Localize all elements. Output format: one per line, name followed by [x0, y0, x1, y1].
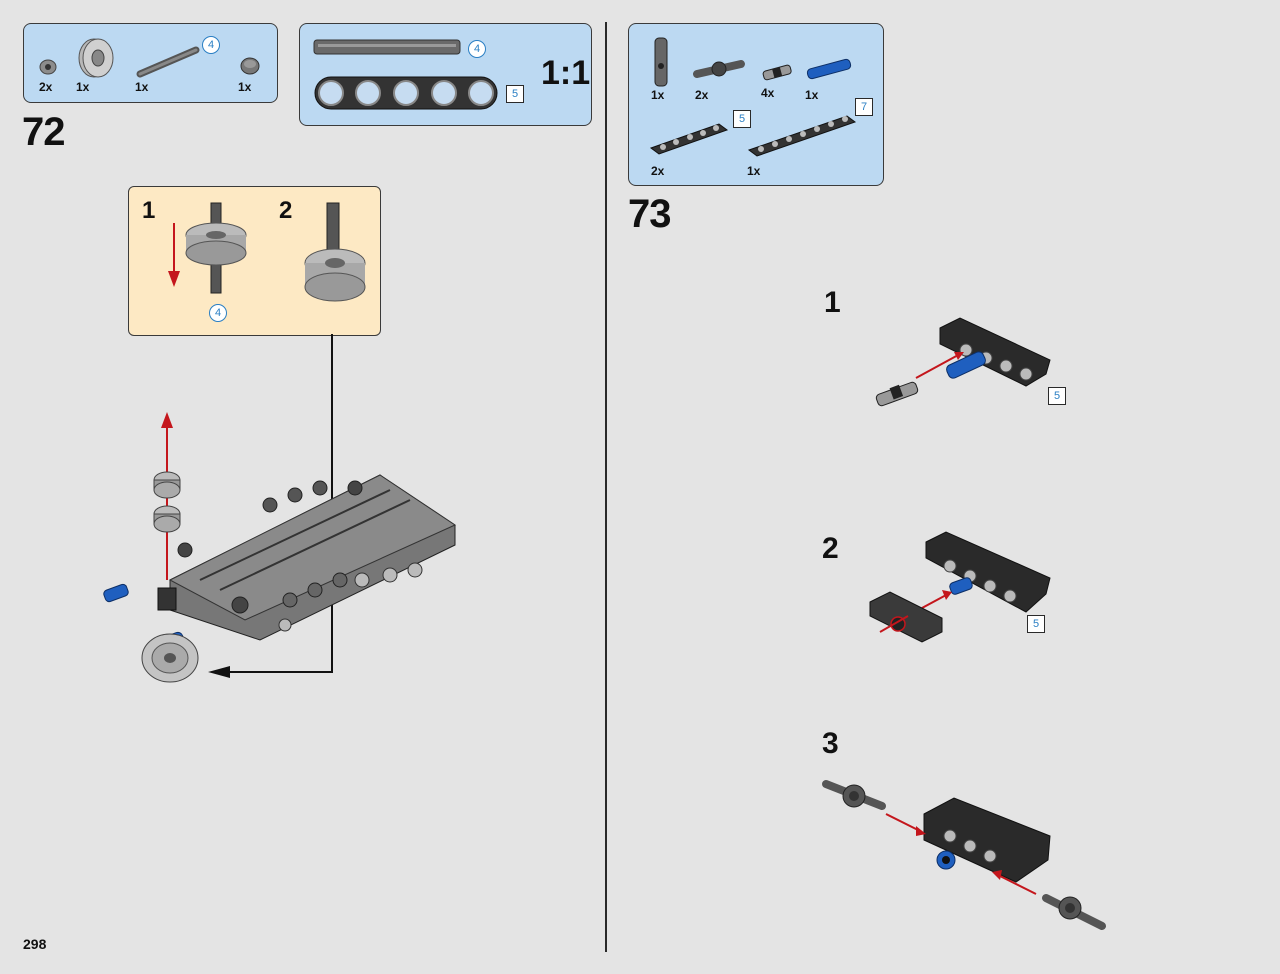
axle-scale-length-badge: 4	[468, 40, 486, 58]
page-number: 298	[23, 936, 47, 952]
axle-length-badge: 4	[209, 304, 227, 322]
axle-icon	[136, 46, 200, 78]
part-qty: 4x	[761, 86, 775, 100]
substep-2-illustration	[869, 531, 1051, 643]
beam-length-badge: 5	[733, 110, 751, 128]
part-qty: 1x	[805, 88, 819, 102]
pin-icon	[762, 64, 792, 81]
axle-length-badge: 4	[202, 36, 220, 54]
scale-reference-panel: 4 5 1:1	[299, 23, 592, 126]
substep-number: 1	[824, 286, 841, 319]
substep-number: 2	[822, 532, 839, 565]
beam-icon	[649, 123, 729, 155]
step-number-73: 73	[628, 192, 671, 236]
bush-icon	[240, 57, 260, 75]
axle-with-pulley-icon	[185, 202, 247, 294]
chassis-assembly-72	[103, 412, 457, 683]
part-qty: 1x	[651, 88, 665, 102]
page-divider	[605, 22, 607, 952]
beam-length-badge: 7	[855, 98, 873, 116]
axle-connector-icon	[654, 37, 668, 87]
parts-list-panel-73: 1x 2x 4x 1x 5 7 2x 1x	[628, 23, 884, 186]
substep-1-illustration	[875, 317, 1051, 407]
substep-3-illustration	[822, 780, 1106, 930]
cross-block-icon	[693, 60, 745, 78]
part-qty: 1x	[76, 80, 90, 94]
step-number-72: 72	[22, 110, 65, 154]
beam-scale-length-badge: 5	[506, 85, 524, 103]
beam-length-badge: 5	[1027, 615, 1045, 633]
part-qty: 1x	[135, 80, 149, 94]
pulley-wheel-icon	[78, 38, 114, 78]
bush-icon	[39, 59, 57, 75]
substep-number: 3	[822, 727, 839, 760]
substep-number: 1	[142, 197, 156, 224]
beam-icon	[747, 115, 857, 157]
beam-scale-icon	[314, 76, 498, 110]
part-qty: 1x	[747, 164, 761, 178]
callout-arrow	[208, 334, 333, 678]
assembled-pulley-icon	[304, 202, 366, 302]
substep-panel-72: 1 2 4	[128, 186, 381, 336]
part-qty: 1x	[238, 80, 252, 94]
scale-label: 1:1	[541, 54, 591, 92]
beam-length-badge: 5	[1048, 387, 1066, 405]
part-qty: 2x	[39, 80, 53, 94]
axle-scale-icon	[313, 39, 461, 55]
substep-number: 2	[279, 197, 293, 224]
part-qty: 2x	[651, 164, 665, 178]
parts-list-panel-72: 4 2x 1x 1x 1x	[23, 23, 278, 103]
part-qty: 2x	[695, 88, 709, 102]
down-arrow	[168, 223, 180, 287]
blue-pin-icon	[806, 58, 852, 80]
